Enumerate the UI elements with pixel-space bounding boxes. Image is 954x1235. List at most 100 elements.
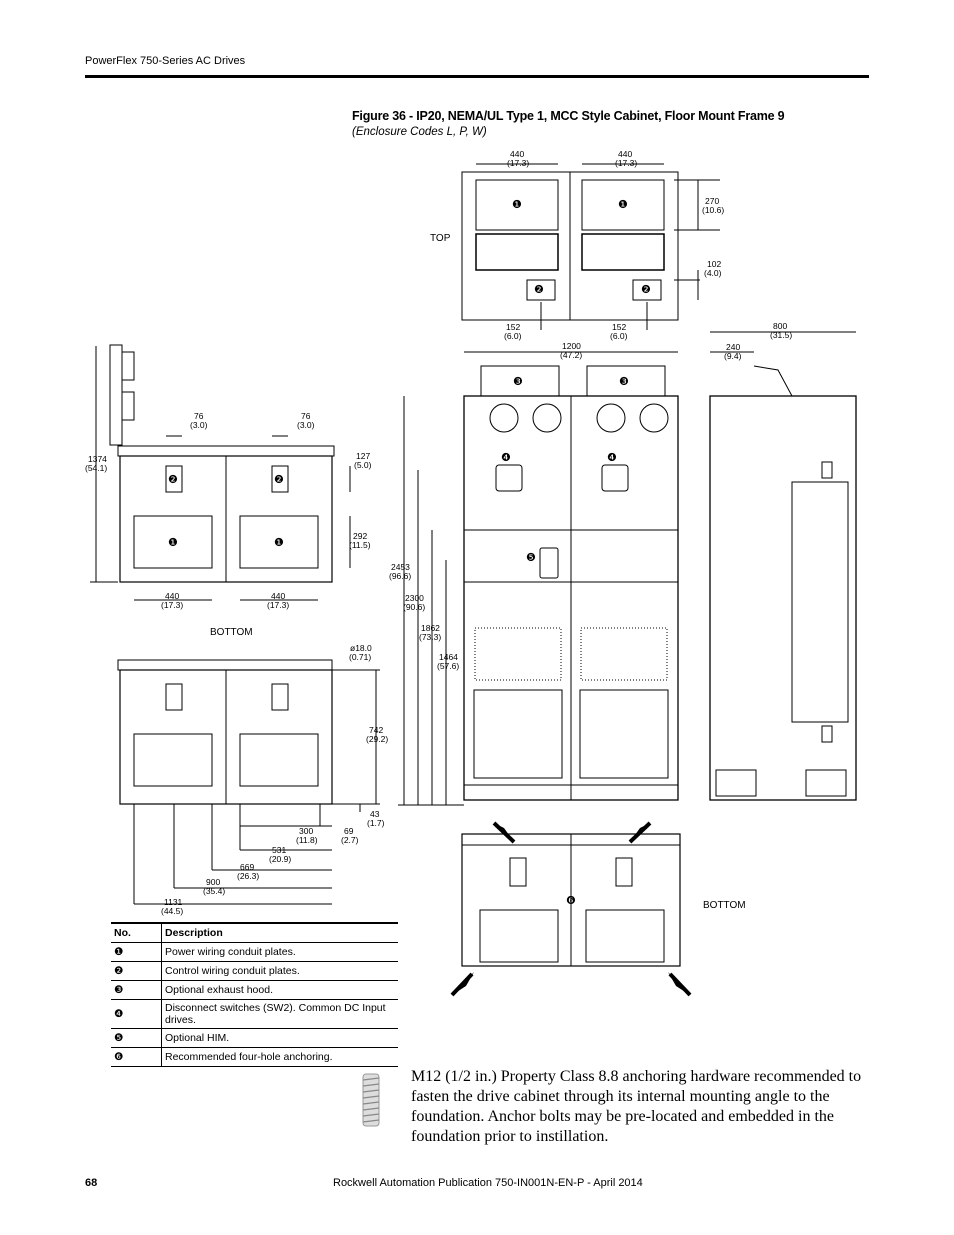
callout-2-left-b: ❷ — [274, 474, 284, 486]
callout-6: ❻ — [566, 895, 576, 907]
dim-hole-in: (0.71) — [349, 652, 371, 662]
dim-531-in: (20.9) — [269, 854, 291, 864]
dim-top-d2: 102 — [707, 259, 721, 269]
legend-desc: Control wiring conduit plates. — [161, 961, 398, 981]
dim-76a: 76 — [194, 411, 204, 421]
dim-side-w-in: (31.5) — [770, 330, 792, 340]
dim-top-b2-in: (6.0) — [610, 331, 628, 341]
dim-440a: 440 — [165, 591, 179, 601]
figure-subtitle: (Enclosure Codes L, P, W) — [352, 126, 487, 138]
dim-top-w1: 440 — [510, 149, 524, 159]
legend-table: No. Description ❶ Power wiring conduit p… — [111, 922, 398, 1067]
dim-top-b2: 152 — [612, 322, 626, 332]
callout-2-top-b: ❷ — [641, 284, 651, 296]
dim-2300: 2300 — [405, 593, 424, 603]
dim-top-w2: 440 — [618, 149, 632, 159]
dim-440a-in: (17.3) — [161, 600, 183, 610]
callout-2-top-a: ❷ — [534, 284, 544, 296]
dim-1862-in: (73.3) — [419, 632, 441, 642]
dim-43-in: (1.7) — [367, 818, 385, 828]
dim-top-b1-in: (6.0) — [504, 331, 522, 341]
dim-1862: 1862 — [421, 623, 440, 633]
dim-742: 742 — [369, 725, 383, 735]
dim-top-w1-in: (17.3) — [507, 158, 529, 168]
callout-4-a: ❹ — [501, 452, 511, 464]
dim-side-w: 800 — [773, 321, 787, 331]
dim-top-d2-in: (4.0) — [704, 268, 722, 278]
dim-440b: 440 — [271, 591, 285, 601]
callout-2-left-a: ❷ — [168, 474, 178, 486]
publication-footer: Rockwell Automation Publication 750-IN00… — [333, 1177, 643, 1189]
side-view — [709, 331, 857, 801]
dim-side-s: 240 — [726, 342, 740, 352]
legend-row: ❻ Recommended four-hole anchoring. — [111, 1047, 398, 1067]
dim-127-in: (5.0) — [354, 460, 372, 470]
legend-no: ❻ — [111, 1047, 162, 1067]
callout-1-top-a: ❶ — [512, 199, 522, 211]
legend-desc: Disconnect switches (SW2). Common DC Inp… — [161, 999, 398, 1029]
label-bottom-left: BOTTOM — [210, 627, 253, 638]
dim-900-in: (35.4) — [203, 886, 225, 896]
dim-side-s-in: (9.4) — [724, 351, 742, 361]
dim-2453: 2453 — [391, 562, 410, 572]
anchoring-note: M12 (1/2 in.) Property Class 8.8 anchori… — [411, 1068, 862, 1145]
legend-no: ❶ — [111, 942, 162, 962]
callout-3-b: ❸ — [619, 376, 629, 388]
dim-top-d1-in: (10.6) — [702, 205, 724, 215]
dim-69: 69 — [344, 826, 354, 836]
legend-desc: Power wiring conduit plates. — [161, 942, 398, 962]
dim-1464-in: (57.6) — [437, 661, 459, 671]
dim-76b: 76 — [301, 411, 311, 421]
dim-69-in: (2.7) — [341, 835, 359, 845]
dim-76b-in: (3.0) — [297, 420, 315, 430]
dim-292: 292 — [353, 531, 367, 541]
dim-2300-in: (90.6) — [403, 602, 425, 612]
left-plan-view — [90, 344, 351, 601]
dim-127: 127 — [356, 451, 370, 461]
dim-top-w2-in: (17.3) — [615, 158, 637, 168]
legend-row: ❶ Power wiring conduit plates. — [111, 942, 398, 962]
dim-76a-in: (3.0) — [190, 420, 208, 430]
bottom-view-left — [117, 659, 380, 905]
dim-top-d1: 270 — [705, 196, 719, 206]
dim-669: 669 — [240, 862, 254, 872]
dim-2453-in: (96.6) — [389, 571, 411, 581]
callout-1-left-a: ❶ — [168, 537, 178, 549]
legend-row: ❺ Optional HIM. — [111, 1028, 398, 1048]
label-bottom-right: BOTTOM — [703, 900, 746, 911]
legend-no: ❷ — [111, 961, 162, 981]
figure-title: Figure 36 - IP20, NEMA/UL Type 1, MCC St… — [352, 109, 785, 123]
dim-292-in: (11.5) — [349, 540, 371, 550]
callout-1-top-b: ❶ — [618, 199, 628, 211]
dim-hole: ø18.0 — [350, 643, 372, 653]
legend-col-desc: Description — [161, 922, 398, 943]
dim-900: 900 — [206, 877, 220, 887]
header-rule — [85, 75, 869, 78]
dim-left-h-in: (54.1) — [85, 463, 107, 473]
legend-no: ❺ — [111, 1028, 162, 1048]
dim-left-h: 1374 — [88, 454, 107, 464]
callout-4-b: ❹ — [607, 452, 617, 464]
legend-desc: Optional HIM. — [161, 1028, 398, 1048]
legend-no: ❸ — [111, 980, 162, 1000]
dim-front-w: 1200 — [562, 341, 581, 351]
running-header: PowerFlex 750-Series AC Drives — [85, 55, 246, 67]
top-view — [461, 163, 720, 330]
dim-440b-in: (17.3) — [267, 600, 289, 610]
dim-1131-in: (44.5) — [161, 906, 183, 916]
bottom-view-right — [450, 821, 692, 997]
legend-col-no: No. — [111, 922, 162, 943]
page-number: 68 — [85, 1177, 98, 1189]
legend-desc: Optional exhaust hood. — [161, 980, 398, 1000]
dim-1131: 1131 — [164, 897, 183, 907]
dim-669-in: (26.3) — [237, 871, 259, 881]
dim-300-in: (11.8) — [296, 835, 318, 845]
callout-1-left-b: ❶ — [274, 537, 284, 549]
anchor-bolt-icon — [362, 1073, 380, 1127]
label-top: TOP — [430, 233, 451, 244]
legend-no: ❹ — [111, 999, 162, 1029]
dim-top-b1: 152 — [506, 322, 520, 332]
legend-row: ❸ Optional exhaust hood. — [111, 980, 398, 1000]
dim-300: 300 — [299, 826, 313, 836]
